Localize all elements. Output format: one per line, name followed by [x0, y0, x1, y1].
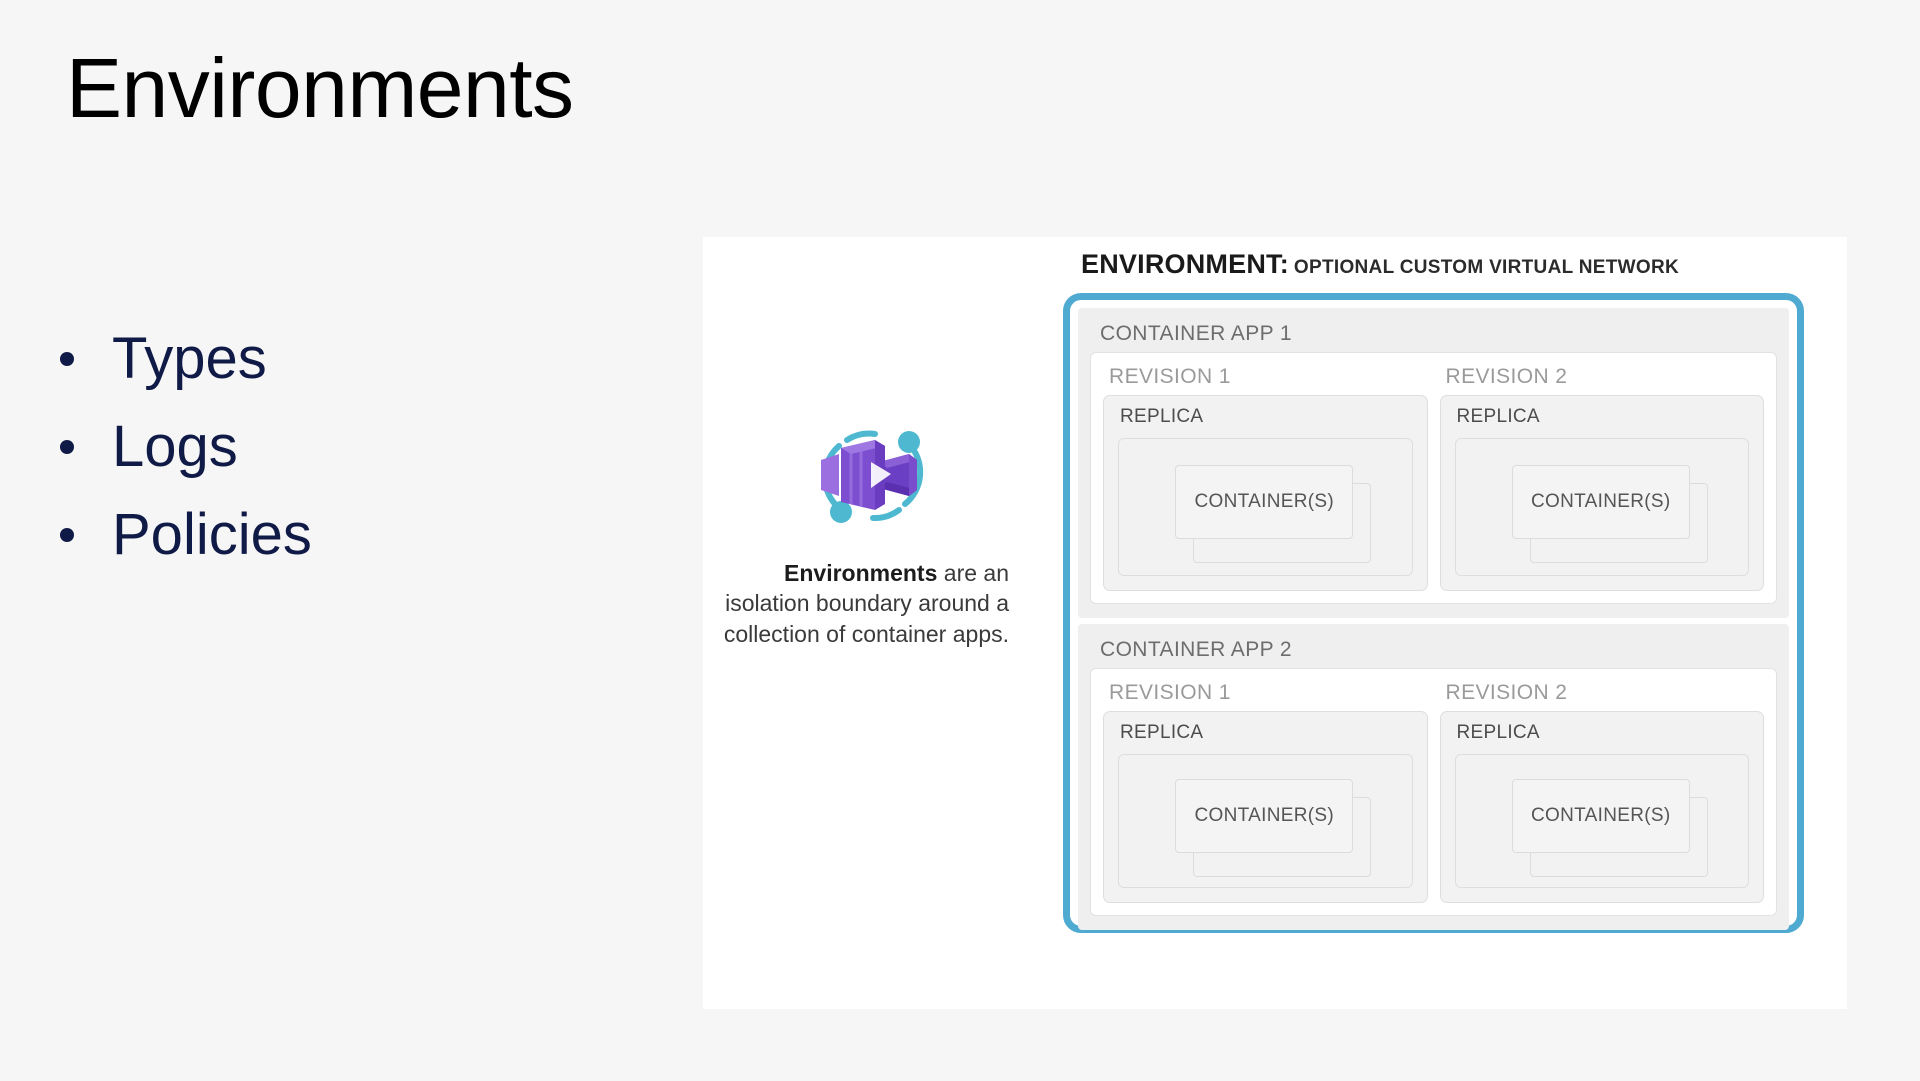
revision-1: REVISION 1 REPLICA CONTAINER(S)	[1103, 679, 1428, 903]
bullet-list: Types Logs Policies	[60, 330, 620, 594]
revision-2: REVISION 2 REPLICA CONTAINER(S)	[1439, 363, 1764, 591]
replica-box: REPLICA CONTAINER(S)	[1439, 711, 1764, 903]
replica-label: REPLICA	[1120, 722, 1204, 743]
container-outer-box: CONTAINER(S)	[1454, 754, 1749, 888]
list-item: Policies	[60, 506, 620, 564]
bullet-label-types: Types	[112, 326, 267, 391]
bullet-label-policies: Policies	[112, 502, 312, 567]
replica-label: REPLICA	[1456, 722, 1540, 743]
container-app-1: CONTAINER APP 1 REVISION 1 REPLICA CONTA…	[1078, 308, 1789, 618]
environment-header: ENVIRONMENT:OPTIONAL CUSTOM VIRTUAL NETW…	[1081, 249, 1679, 280]
bullet-dot-icon	[60, 528, 74, 542]
revision-label: REVISION 1	[1109, 681, 1231, 704]
diagram-card: Environments are an isolation boundary a…	[703, 237, 1847, 1009]
azure-container-apps-icon	[821, 430, 924, 523]
environment-title: ENVIRONMENT:	[1081, 249, 1289, 279]
container-stack: CONTAINER(S)	[1511, 465, 1708, 563]
replica-label: REPLICA	[1120, 406, 1204, 427]
caption-rest: are an isolation boundary around a colle…	[723, 560, 1009, 647]
container-app-2: CONTAINER APP 2 REVISION 1 REPLICA CONTA…	[1078, 624, 1789, 930]
revision-label: REVISION 2	[1445, 681, 1568, 704]
container-label: CONTAINER(S)	[1531, 805, 1671, 826]
revision-label: REVISION 1	[1109, 365, 1231, 388]
container-app-2-label: CONTAINER APP 2	[1100, 638, 1292, 661]
list-item: Types	[60, 330, 620, 388]
replica-box: REPLICA CONTAINER(S)	[1103, 395, 1428, 591]
caption-bold: Environments	[784, 560, 938, 586]
caption-text: Environments are an isolation boundary a…	[723, 558, 1013, 649]
revision-1: REVISION 1 REPLICA CONTAINER(S)	[1103, 363, 1428, 591]
revisions-row: REVISION 1 REPLICA CONTAINER(S)	[1090, 668, 1777, 916]
container-outer-box: CONTAINER(S)	[1118, 754, 1413, 888]
container-stack: CONTAINER(S)	[1175, 779, 1372, 877]
replica-box: REPLICA CONTAINER(S)	[1103, 711, 1428, 903]
container-front-box: CONTAINER(S)	[1175, 465, 1354, 539]
container-label: CONTAINER(S)	[1531, 491, 1671, 512]
icon-caption-block: Environments are an isolation boundary a…	[723, 422, 1013, 649]
replica-label: REPLICA	[1456, 406, 1540, 427]
list-item: Logs	[60, 418, 620, 476]
environment-boundary: CONTAINER APP 1 REVISION 1 REPLICA CONTA…	[1063, 293, 1804, 933]
container-outer-box: CONTAINER(S)	[1118, 438, 1413, 576]
revision-2: REVISION 2 REPLICA CONTAINER(S)	[1439, 679, 1764, 903]
revision-label: REVISION 2	[1445, 365, 1568, 388]
container-outer-box: CONTAINER(S)	[1454, 438, 1749, 576]
page-title: Environments	[66, 41, 574, 135]
revisions-row: REVISION 1 REPLICA CONTAINER(S)	[1090, 352, 1777, 604]
container-label: CONTAINER(S)	[1194, 805, 1334, 826]
container-front-box: CONTAINER(S)	[1511, 779, 1690, 853]
container-front-box: CONTAINER(S)	[1175, 779, 1354, 853]
bullet-dot-icon	[60, 440, 74, 454]
container-stack: CONTAINER(S)	[1511, 779, 1708, 877]
container-label: CONTAINER(S)	[1194, 491, 1334, 512]
environment-subtitle: OPTIONAL CUSTOM VIRTUAL NETWORK	[1293, 257, 1679, 278]
bullet-dot-icon	[60, 352, 74, 366]
container-front-box: CONTAINER(S)	[1511, 465, 1690, 539]
container-stack: CONTAINER(S)	[1175, 465, 1372, 563]
bullet-label-logs: Logs	[112, 414, 238, 479]
container-app-1-label: CONTAINER APP 1	[1100, 322, 1292, 345]
replica-box: REPLICA CONTAINER(S)	[1439, 395, 1764, 591]
